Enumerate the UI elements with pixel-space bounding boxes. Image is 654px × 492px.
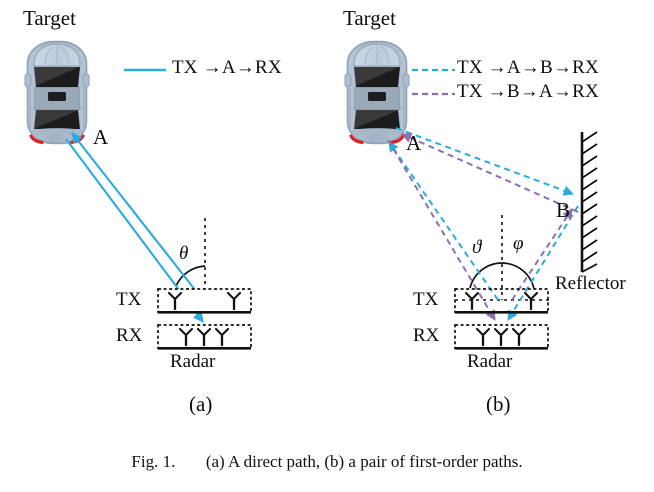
angle-arc-vartheta xyxy=(469,262,503,289)
tx-array-box-a xyxy=(157,288,252,313)
tx-label-b: TX xyxy=(413,289,439,310)
angle-arc-theta xyxy=(175,265,206,287)
angle-label-varphi: φ xyxy=(513,233,524,254)
path-b-purple-A-to-rx xyxy=(387,139,496,321)
path-b-purple-tx-to-B xyxy=(511,208,573,301)
radar-label-a: Radar xyxy=(170,351,216,372)
panel-b-graphics xyxy=(343,39,598,350)
caption-prefix: Fig. 1. xyxy=(131,452,176,471)
path-b-cyan-A-to-B xyxy=(395,127,574,196)
rx-label-a: RX xyxy=(116,325,143,346)
angle-label-theta: θ xyxy=(179,243,189,264)
angle-label-vartheta: ϑ xyxy=(472,237,482,258)
tx-label-a: TX xyxy=(116,289,142,310)
path-a-tx-to-A xyxy=(71,132,204,301)
rx-label-b: RX xyxy=(413,325,440,346)
radar-label-b: Radar xyxy=(467,351,513,372)
path-b-cyan-tx-to-A xyxy=(388,141,499,301)
target-car-b xyxy=(343,39,411,146)
angle-arc-varphi xyxy=(501,262,535,290)
path-b-purple-B-to-A xyxy=(401,133,579,213)
node-label-a-A: A xyxy=(93,125,109,149)
panel-label-a: (a) xyxy=(189,392,213,416)
path-b-cyan-B-to-rx xyxy=(507,205,579,321)
panel-a-graphics xyxy=(23,39,254,350)
target-label-b: Target xyxy=(343,6,396,30)
target-car-a xyxy=(23,39,91,146)
reflector-hatching xyxy=(581,131,598,273)
legend-text-b-0: TX →A→B→RX xyxy=(457,57,599,78)
node-label-b-A: A xyxy=(406,131,422,155)
legend-text-a-0: TX →A→RX xyxy=(172,57,282,78)
tx-antenna-b-2 xyxy=(523,291,539,311)
panel-label-b: (b) xyxy=(486,392,511,416)
figure-caption: Fig. 1. (a) A direct path, (b) a pair of… xyxy=(0,452,654,472)
legend-text-b-1: TX →B→A→RX xyxy=(457,81,599,102)
caption-text: (a) A direct path, (b) a pair of first-o… xyxy=(205,452,523,471)
target-label-a: Target xyxy=(23,6,76,30)
reflector-label: Reflector xyxy=(555,273,626,294)
node-label-b-B: B xyxy=(556,198,571,222)
tx-antenna-b-1 xyxy=(464,291,480,311)
